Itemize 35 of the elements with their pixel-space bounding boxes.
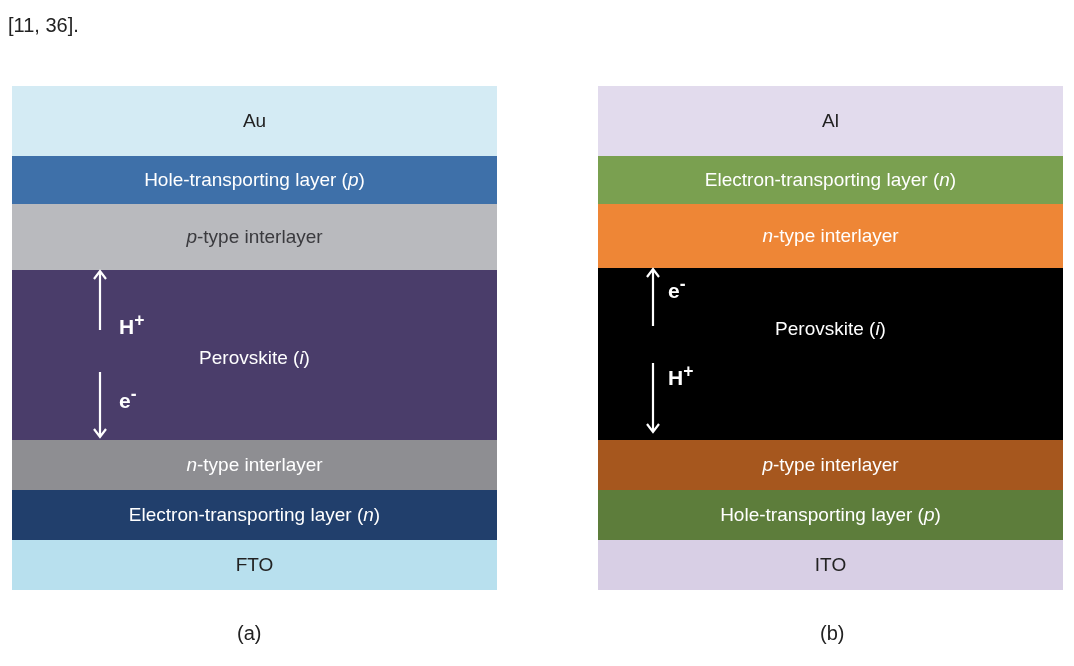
layer-band — [598, 156, 1063, 204]
layer-band — [12, 156, 497, 204]
layer-band — [12, 270, 497, 440]
layer-band — [12, 86, 497, 156]
layer-label: n-type interlayer — [186, 454, 323, 476]
layer-label: ITO — [814, 554, 847, 576]
layer-band — [12, 440, 497, 490]
layer-label: Hole-transporting layer (p) — [144, 169, 365, 191]
layer-band — [12, 490, 497, 540]
layer-band — [598, 540, 1063, 590]
layer-band — [598, 86, 1063, 156]
layer-band — [12, 540, 497, 590]
layer-band — [12, 204, 497, 270]
layer-label: Perovskite (i) — [199, 347, 310, 369]
charge-carrier-label: e$^{-}$ — [668, 273, 686, 303]
layer-band — [598, 204, 1063, 268]
layer-band — [598, 490, 1063, 540]
panel-caption: (b) — [820, 622, 845, 645]
reference-note: [11, 36]. — [8, 14, 79, 37]
charge-carrier-label: e$^{-}$ — [119, 383, 137, 413]
layer-label: n-type interlayer — [762, 225, 899, 247]
layer-label: FTO — [235, 554, 274, 576]
layer-band — [598, 440, 1063, 490]
layer-label: p-type interlayer — [186, 226, 323, 248]
panel-caption: (a) — [237, 622, 262, 645]
layer-band — [598, 268, 1063, 440]
layer-label: Electron-transporting layer (n) — [128, 504, 381, 526]
layer-label: Perovskite (i) — [775, 318, 886, 340]
layer-label: Electron-transporting layer (n) — [704, 169, 957, 191]
layer-label: Hole-transporting layer (p) — [720, 504, 941, 526]
layer-label: Al — [822, 110, 839, 132]
layer-label: Au — [242, 110, 267, 132]
layer-label: p-type interlayer — [762, 454, 899, 476]
charge-carrier-label: H$^{+}$ — [668, 360, 694, 390]
charge-carrier-label: H$^{+}$ — [119, 309, 145, 339]
